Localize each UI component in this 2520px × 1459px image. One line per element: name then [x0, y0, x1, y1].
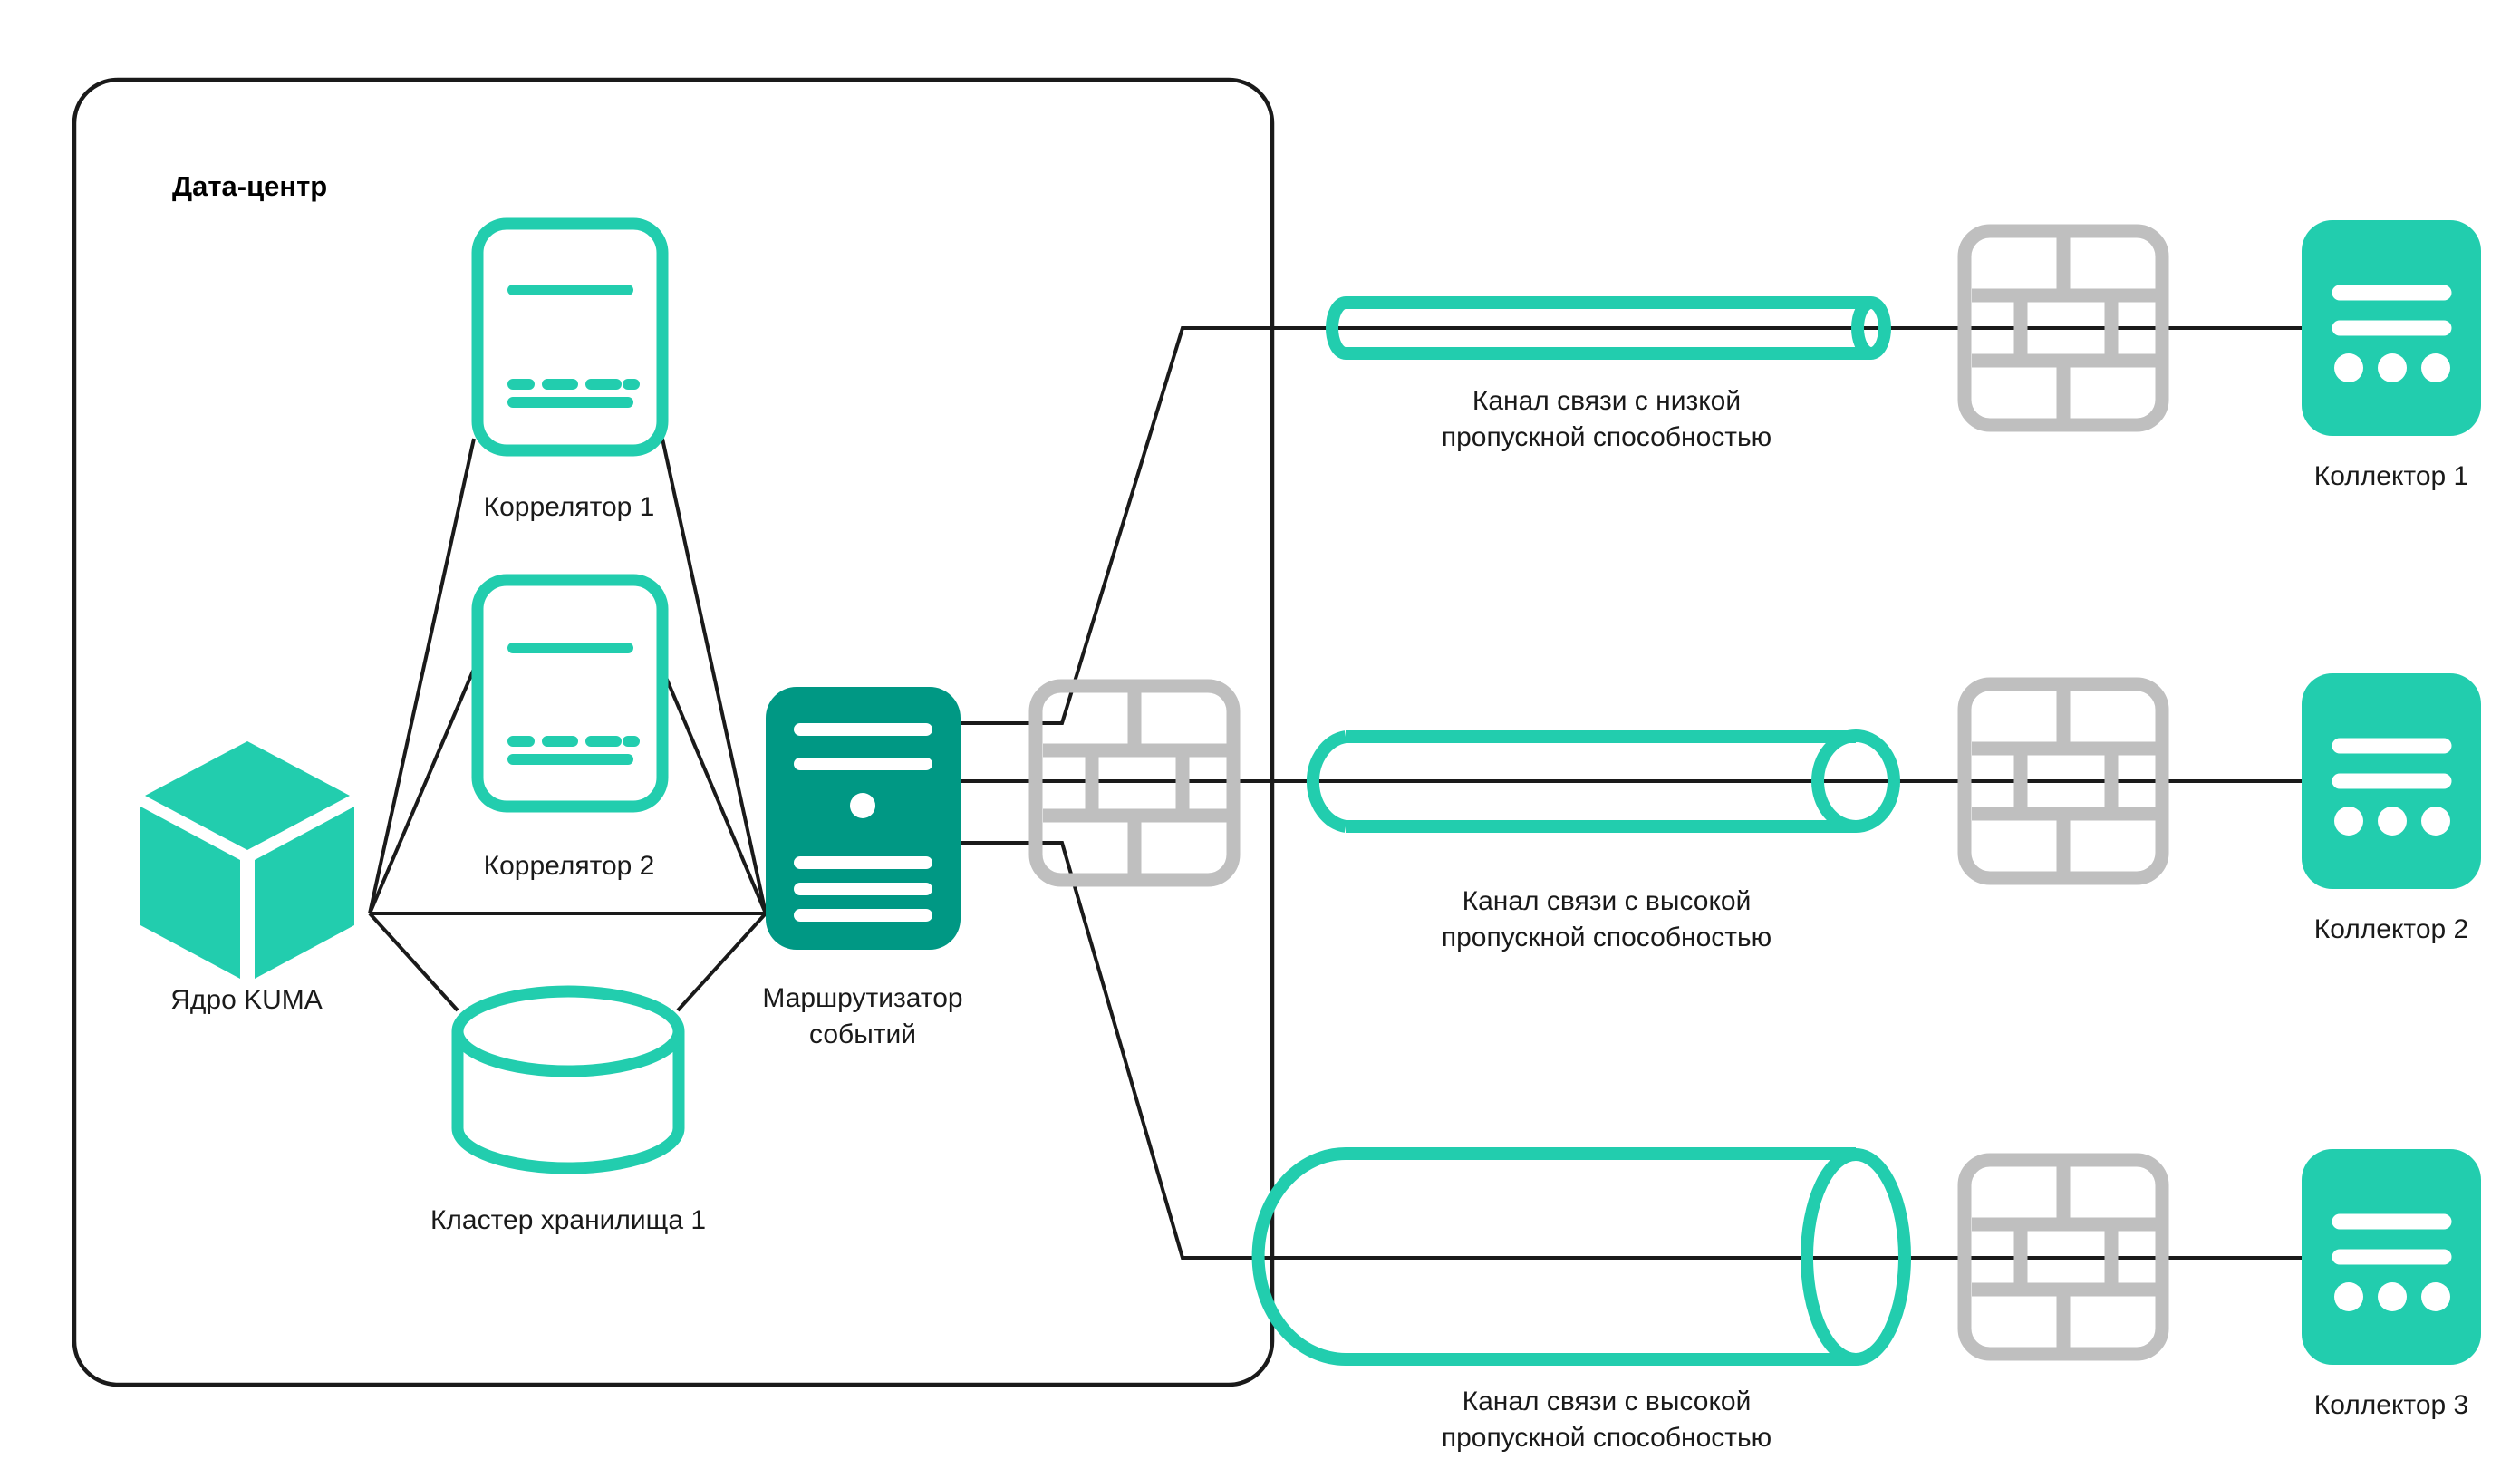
collector-icon — [2302, 1149, 2481, 1365]
channel-high-2-label-line2: пропускной способностью — [1442, 1423, 1772, 1453]
correlator-icon — [471, 574, 669, 813]
channel-high-1-label-line1: Канал связи с высокой — [1463, 886, 1752, 916]
correlator-icon — [471, 217, 669, 457]
event-router-node[interactable]: Маршрутизатор событий — [762, 687, 963, 1049]
server-icon — [766, 687, 961, 950]
channel-low-bandwidth[interactable]: Канал связи с низкой пропускной способно… — [1326, 296, 1891, 452]
thin-pipe-icon — [1326, 296, 1891, 360]
kuma-core-label: Ядро KUMA — [170, 985, 323, 1015]
event-router-label-line2: событий — [809, 1019, 916, 1049]
collector-2-node[interactable]: Коллектор 2 — [2302, 673, 2481, 944]
firewall-bottom — [1957, 1153, 2169, 1361]
channel-high-2-label-line1: Канал связи с высокой — [1463, 1387, 1752, 1416]
thick-pipe-icon — [1306, 730, 1900, 833]
collector-1-label: Коллектор 1 — [2314, 461, 2468, 491]
connection-lines — [368, 326, 2302, 1260]
firewall-middle — [1957, 677, 2169, 885]
channel-low-label-line1: Канал связи с низкой — [1472, 386, 1741, 416]
channel-high-1-label-line2: пропускной способностью — [1442, 923, 1772, 952]
correlator-2-label: Коррелятор 2 — [484, 851, 655, 881]
firewall-internal — [1028, 679, 1241, 887]
collector-2-label: Коллектор 2 — [2314, 914, 2468, 944]
database-cylinder-icon — [451, 985, 685, 1174]
storage-cluster-1-label: Кластер хранилища 1 — [430, 1205, 706, 1235]
firewall-top — [1957, 224, 2169, 432]
collector-1-node[interactable]: Коллектор 1 — [2302, 220, 2481, 491]
data-center-boundary — [72, 77, 1275, 1387]
correlator-1-node[interactable]: Коррелятор 1 — [471, 217, 669, 522]
cube-icon — [140, 741, 354, 979]
event-router-label-line1: Маршрутизатор — [762, 983, 962, 1013]
collector-3-node[interactable]: Коллектор 3 — [2302, 1149, 2481, 1420]
correlator-1-label: Коррелятор 1 — [484, 492, 655, 522]
storage-cluster-1-node[interactable]: Кластер хранилища 1 — [430, 985, 706, 1235]
channel-high-bandwidth-1[interactable]: Канал связи с высокой пропускной способн… — [1306, 730, 1900, 952]
collector-icon — [2302, 220, 2481, 436]
kuma-core-node[interactable]: Ядро KUMA — [140, 741, 354, 1015]
collector-icon — [2302, 673, 2481, 889]
data-center-label: Дата-центр — [172, 170, 327, 202]
thick-pipe-icon — [1251, 1147, 1911, 1366]
channel-high-bandwidth-2[interactable]: Канал связи с высокой пропускной способн… — [1251, 1147, 1911, 1453]
channel-low-label-line2: пропускной способностью — [1442, 422, 1772, 452]
correlator-2-node[interactable]: Коррелятор 2 — [471, 574, 669, 881]
collector-3-label: Коллектор 3 — [2314, 1390, 2468, 1420]
